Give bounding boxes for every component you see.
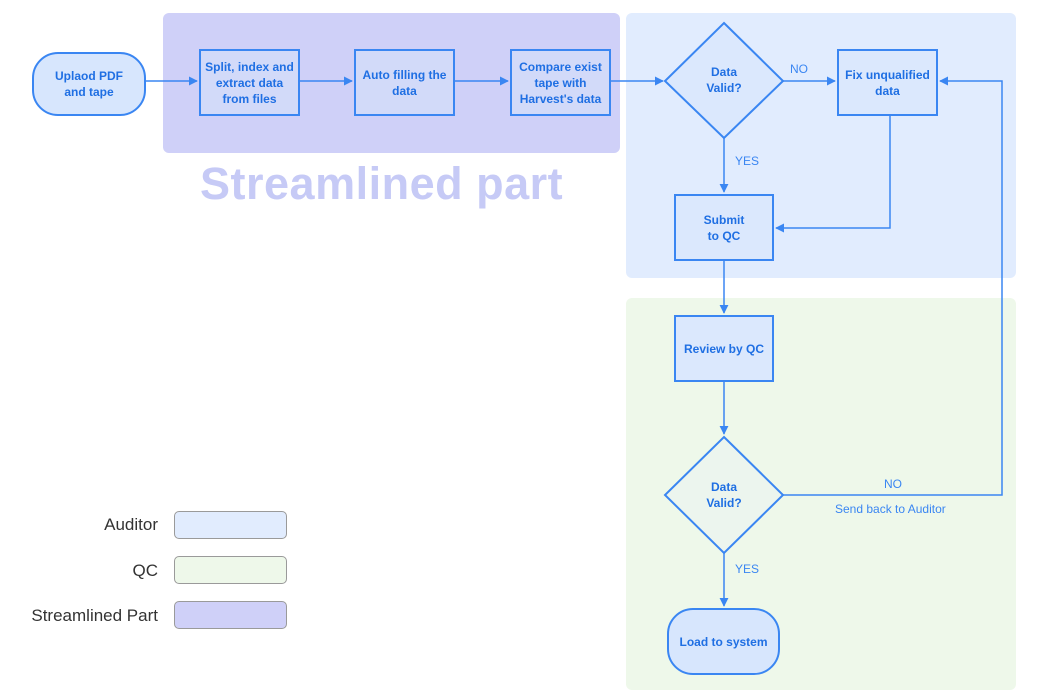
legend-qc-label: QC	[132, 561, 159, 580]
edge-label-yes-1: YES	[735, 154, 760, 168]
split-index-extract-node: Split, index and extract data from files	[199, 49, 300, 116]
submit-to-qc-node: Submit to QC	[674, 194, 774, 261]
auto-fill-node-label: Auto filling the data	[362, 67, 447, 98]
auto-fill-node: Auto filling the data	[354, 49, 455, 116]
compare-tape-node: Compare exist tape with Harvest's data	[510, 49, 611, 116]
edge-fix-submit	[775, 116, 891, 233]
decision-1-label: Data Valid?	[706, 65, 742, 95]
edge-label-yes-2: YES	[735, 562, 760, 576]
legend-auditor-swatch	[174, 511, 287, 539]
upload-node: Uplaod PDF and tape	[32, 52, 146, 116]
upload-node-label: Uplaod PDF and tape	[55, 69, 123, 99]
legend-auditor-label: Auditor	[104, 515, 158, 534]
compare-node-label: Compare exist tape with Harvest's data	[519, 59, 602, 106]
decision-diamond-2	[663, 435, 785, 555]
legend-streamlined-swatch	[174, 601, 287, 629]
legend-streamlined-label: Streamlined Part	[31, 606, 158, 625]
edge-label-no-2: NO	[884, 477, 902, 491]
fix-unqualified-node: Fix unqualified data	[837, 49, 938, 116]
edge-valid2-fix	[783, 76, 1003, 496]
split-node-label: Split, index and extract data from files	[205, 59, 294, 106]
decision-2-label: Data Valid?	[706, 480, 742, 510]
review-node-label: Review by QC	[683, 341, 765, 356]
decision-diamond-1	[663, 21, 785, 140]
review-by-qc-node: Review by QC	[674, 315, 774, 382]
streamlined-lane-title: Streamlined part	[200, 158, 564, 209]
legend-qc-swatch	[174, 556, 287, 584]
edge-label-send-back: Send back to Auditor	[835, 502, 946, 516]
load-node-label: Load to system	[679, 634, 768, 649]
edge-label-no-1: NO	[790, 62, 808, 76]
fix-node-label: Fix unqualified data	[845, 67, 930, 98]
submit-node-label: Submit to QC	[703, 212, 745, 243]
load-to-system-node: Load to system	[667, 608, 780, 675]
